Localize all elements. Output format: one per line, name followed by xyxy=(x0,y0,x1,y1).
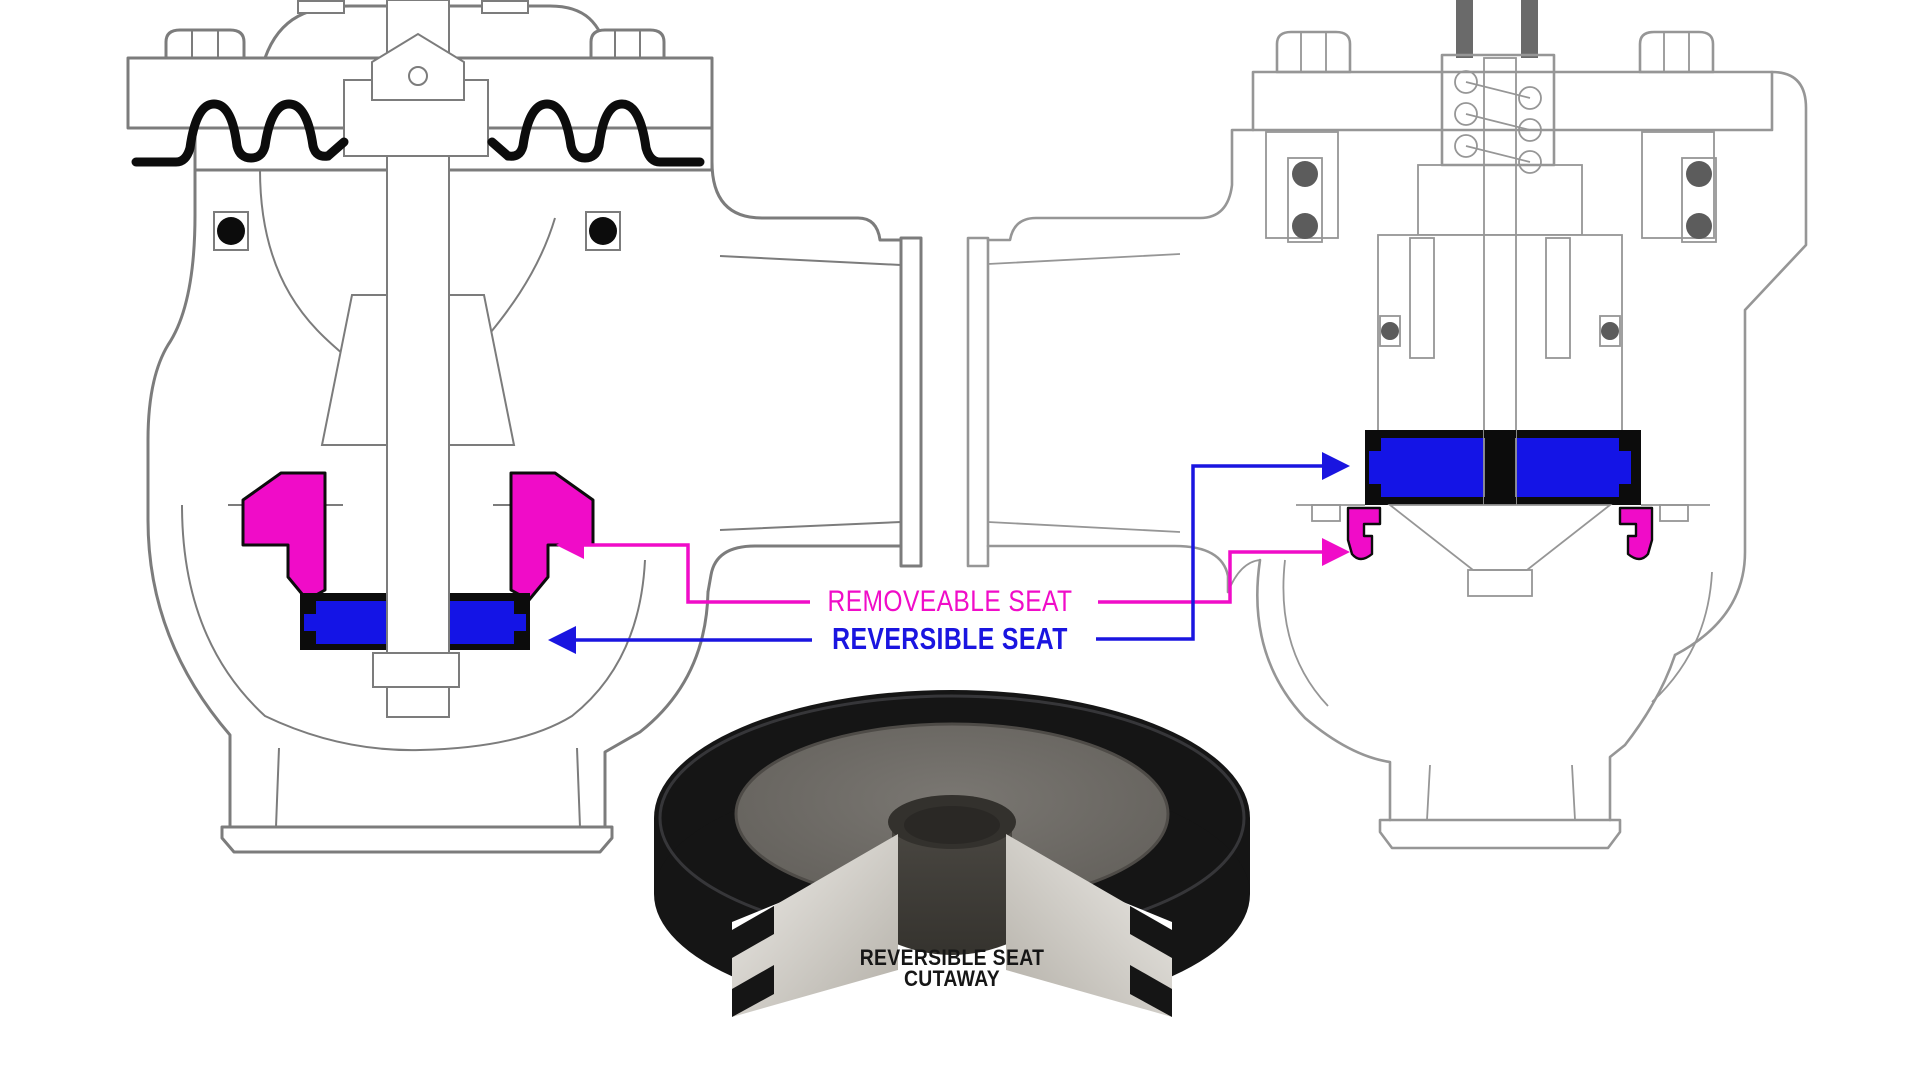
right-seal-pocket xyxy=(1681,157,1717,243)
right-oring-seal xyxy=(1292,161,1318,187)
removeable-seat-leader-right xyxy=(1098,550,1322,604)
left-valve-cross-section xyxy=(126,0,923,854)
right-removeable-seat xyxy=(1618,506,1654,561)
right-inlet-pipe xyxy=(966,128,1255,594)
right-seal-pocket xyxy=(1287,157,1323,243)
left-diaphragm xyxy=(131,99,349,167)
right-oring-seal xyxy=(1686,213,1712,239)
right-plug-cone xyxy=(1387,504,1613,597)
removeable-seat-arrow-left xyxy=(556,531,584,559)
right-valve-cross-section xyxy=(966,0,1808,850)
left-top-block xyxy=(297,0,345,14)
left-oring-seal xyxy=(589,217,617,245)
cutaway-caption: REVERSIBLE SEAT CUTAWAY xyxy=(820,945,1084,991)
left-valve-body-outline xyxy=(146,126,923,854)
cut-face-right xyxy=(1006,834,1172,1017)
seat-cutaway-photo xyxy=(654,690,1250,1024)
reversible-seat-leader-right xyxy=(1096,464,1322,641)
right-hex-bolt xyxy=(1275,30,1352,74)
reversible-seat-label: REVERSIBLE SEAT xyxy=(832,621,1068,656)
left-stem-cap xyxy=(371,32,465,101)
seat-bore-shadow xyxy=(904,806,1000,844)
right-removeable-seat xyxy=(1346,506,1382,561)
right-hex-bolt xyxy=(1638,30,1715,74)
right-oring-seal xyxy=(1292,213,1318,239)
right-seat-shelf-step xyxy=(1311,504,1341,522)
right-plug-hatched xyxy=(1377,234,1623,432)
left-oring-seal xyxy=(217,217,245,245)
reversible-seat-arrow-left xyxy=(548,626,576,654)
right-oring-seal xyxy=(1686,161,1712,187)
removeable-seat-label: REMOVEABLE SEAT xyxy=(827,585,1073,618)
right-valve-bowl xyxy=(1227,558,1713,850)
removeable-seat-arrow-right xyxy=(1322,538,1350,566)
cutaway-caption-line1: REVERSIBLE SEAT xyxy=(859,945,1045,970)
left-diaphragm xyxy=(487,99,705,167)
right-reversible-seat xyxy=(1365,430,1641,505)
cutaway-caption-line2: CUTAWAY xyxy=(903,966,1001,991)
left-top-block xyxy=(481,0,529,14)
right-seat-shelf-step xyxy=(1659,504,1689,522)
right-body-outline xyxy=(1673,70,1808,657)
right-bonnet-flange xyxy=(1251,70,1774,132)
seat-bore-cylinder xyxy=(892,822,1012,955)
reversible-seat-arrow-right xyxy=(1322,452,1350,480)
right-bonnet-step xyxy=(1641,131,1715,239)
left-hex-bolt xyxy=(589,28,666,60)
cut-face-left xyxy=(732,834,898,1017)
removeable-seat-leader-left xyxy=(580,543,810,604)
left-hex-bolt xyxy=(164,28,246,60)
